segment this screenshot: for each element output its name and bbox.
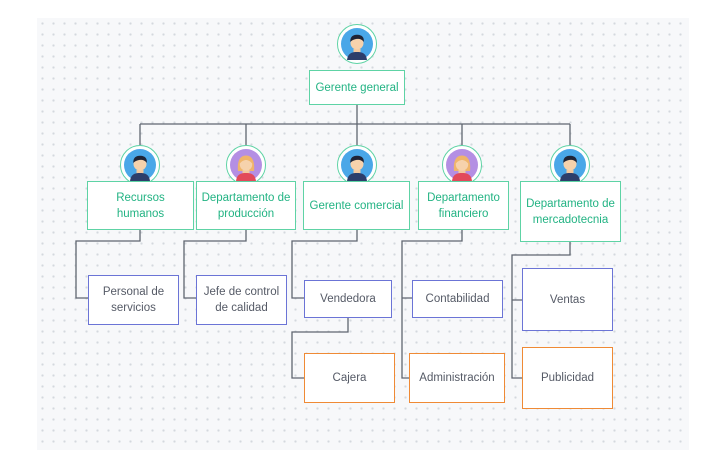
male-avatar-icon bbox=[554, 149, 586, 181]
male-avatar-icon bbox=[124, 149, 156, 181]
node-vendedora[interactable]: Vendedora bbox=[304, 280, 392, 318]
connector-production bbox=[183, 230, 247, 299]
node-contabilidad[interactable]: Contabilidad bbox=[412, 280, 503, 318]
male-avatar-icon bbox=[341, 28, 373, 60]
node-ventas[interactable]: Ventas bbox=[522, 268, 613, 331]
connector-hr bbox=[75, 230, 141, 299]
hr-avatar bbox=[120, 145, 160, 185]
female-avatar-icon bbox=[446, 149, 478, 181]
node-publicidad[interactable]: Publicidad bbox=[522, 347, 613, 409]
node-cajera[interactable]: Cajera bbox=[304, 353, 395, 403]
node-gerente-general[interactable]: Gerente general bbox=[309, 70, 405, 105]
node-personal-de-servicios[interactable]: Personal de servicios bbox=[88, 275, 179, 325]
node-administracion[interactable]: Administración bbox=[409, 353, 505, 403]
connector-commercial bbox=[291, 230, 358, 379]
node-departamento-produccion[interactable]: Departamento de producción bbox=[196, 181, 296, 230]
female-avatar-icon bbox=[230, 149, 262, 181]
node-departamento-mercadotecnia[interactable]: Departamento de mercadotecnia bbox=[520, 181, 621, 242]
root-avatar bbox=[337, 24, 377, 64]
male-avatar-icon bbox=[341, 149, 373, 181]
connector-root-bus bbox=[139, 105, 571, 145]
node-gerente-comercial[interactable]: Gerente comercial bbox=[303, 181, 410, 230]
marketing-avatar bbox=[550, 145, 590, 185]
commercial-avatar bbox=[337, 145, 377, 185]
node-departamento-financiero[interactable]: Departamento financiero bbox=[418, 181, 509, 230]
finance-avatar bbox=[442, 145, 482, 185]
connector-finance bbox=[401, 230, 463, 379]
node-recursos-humanos[interactable]: Recursos humanos bbox=[87, 181, 194, 230]
node-jefe-de-control-de-calidad[interactable]: Jefe de control de calidad bbox=[196, 275, 287, 325]
production-avatar bbox=[226, 145, 266, 185]
connector-marketing bbox=[511, 242, 571, 379]
